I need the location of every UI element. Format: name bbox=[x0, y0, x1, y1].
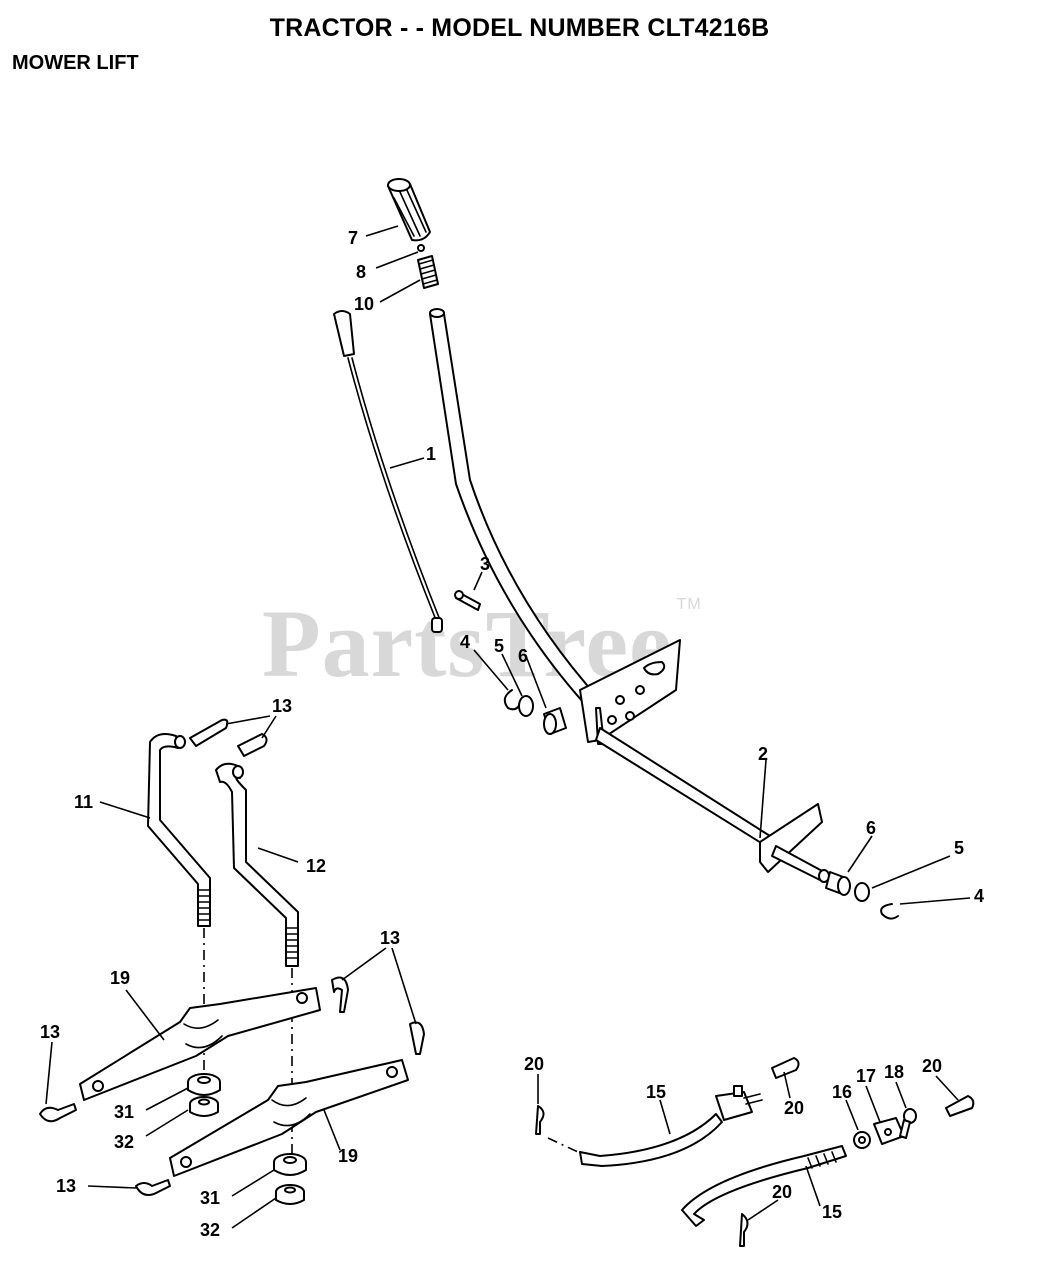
page-title: TRACTOR - - MODEL NUMBER CLT4216B bbox=[269, 14, 770, 42]
callout-12: 12 bbox=[306, 856, 326, 876]
part-washer-5-right bbox=[854, 882, 870, 902]
callout-15-upper: 15 bbox=[646, 1082, 666, 1102]
part-hairpin-13-left bbox=[39, 1103, 77, 1123]
part-clevis-17 bbox=[873, 1117, 905, 1145]
callout-5-right: 5 bbox=[954, 838, 964, 858]
callout-6-right: 6 bbox=[866, 818, 876, 838]
part-hairpin-20-lower bbox=[739, 1213, 749, 1247]
callouts: 7 8 10 1 3 4 5 6 2 6 5 4 13 11 12 13 19 … bbox=[40, 228, 984, 1240]
part-hairpin-13-mid bbox=[331, 976, 425, 1055]
part-hairpin-13-bottom bbox=[135, 1179, 171, 1196]
part-lift-arm-19-bottom bbox=[169, 1059, 409, 1177]
part-hairpin-20-upper bbox=[771, 1057, 800, 1079]
callout-4-right: 4 bbox=[974, 886, 984, 906]
part-nut-31-bottom bbox=[273, 1153, 307, 1176]
part-ball bbox=[417, 244, 425, 252]
part-lift-rod-15-upper bbox=[579, 1085, 763, 1167]
part-lift-link-11 bbox=[147, 733, 211, 927]
part-lift-handle bbox=[429, 308, 601, 713]
callout-15-lower: 15 bbox=[822, 1202, 842, 1222]
callout-4-left: 4 bbox=[460, 632, 470, 652]
part-nut-32-top bbox=[189, 1096, 219, 1117]
callout-19-bottom: 19 bbox=[338, 1146, 358, 1166]
section-title: MOWER LIFT bbox=[12, 52, 139, 74]
part-lift-rod-15-lower bbox=[681, 1145, 847, 1227]
centerline-15 bbox=[547, 1137, 579, 1153]
part-pin-18 bbox=[899, 1108, 917, 1139]
callout-1: 1 bbox=[426, 444, 436, 464]
part-lift-shaft bbox=[579, 639, 830, 883]
part-spring bbox=[417, 255, 439, 289]
callout-13-bottom: 13 bbox=[56, 1176, 76, 1196]
part-release-rod bbox=[333, 310, 443, 633]
part-nut-16 bbox=[853, 1131, 871, 1149]
part-cotter-pin-3 bbox=[454, 590, 481, 611]
callout-31-bottom: 31 bbox=[200, 1188, 220, 1208]
callout-20-upper: 20 bbox=[784, 1098, 804, 1118]
part-retaining-ring-4 bbox=[503, 689, 521, 711]
callout-32-top: 32 bbox=[114, 1132, 134, 1152]
callout-17: 17 bbox=[856, 1066, 876, 1086]
part-lift-arm-19-top bbox=[79, 987, 321, 1101]
callout-6-left: 6 bbox=[518, 646, 528, 666]
callout-16: 16 bbox=[832, 1082, 852, 1102]
callout-31-top: 31 bbox=[114, 1102, 134, 1122]
callout-13-top: 13 bbox=[272, 696, 292, 716]
callout-20-left: 20 bbox=[524, 1054, 544, 1074]
part-bushing-6-right bbox=[825, 871, 851, 896]
callout-5-left: 5 bbox=[494, 636, 504, 656]
callout-13-left: 13 bbox=[40, 1022, 60, 1042]
part-bushing-6 bbox=[543, 707, 567, 735]
part-retaining-ring-4-right bbox=[880, 903, 899, 920]
part-washer-5 bbox=[518, 695, 534, 717]
watermark-mark: TM bbox=[676, 596, 702, 613]
callout-11: 11 bbox=[74, 792, 93, 812]
callout-18: 18 bbox=[884, 1062, 904, 1082]
callout-20-right: 20 bbox=[922, 1056, 942, 1076]
callout-7: 7 bbox=[348, 228, 358, 248]
callout-2: 2 bbox=[758, 744, 768, 764]
part-hairpin-20-left bbox=[535, 1105, 545, 1135]
part-lift-link-12 bbox=[215, 762, 299, 967]
callout-13-mid: 13 bbox=[380, 928, 400, 948]
callout-32-bottom: 32 bbox=[200, 1220, 220, 1240]
callout-8: 8 bbox=[356, 262, 366, 282]
callout-20-lower: 20 bbox=[772, 1182, 792, 1202]
leader-lines bbox=[45, 225, 971, 1229]
part-nut-31-top bbox=[187, 1073, 221, 1096]
callout-10: 10 bbox=[354, 294, 374, 314]
part-grip bbox=[387, 178, 431, 242]
callout-19-top: 19 bbox=[110, 968, 130, 988]
callout-3: 3 bbox=[480, 554, 490, 574]
part-hairpin-20-right bbox=[945, 1095, 975, 1117]
part-hairpin-13-top bbox=[189, 718, 268, 757]
part-nut-32-bottom bbox=[275, 1184, 305, 1205]
